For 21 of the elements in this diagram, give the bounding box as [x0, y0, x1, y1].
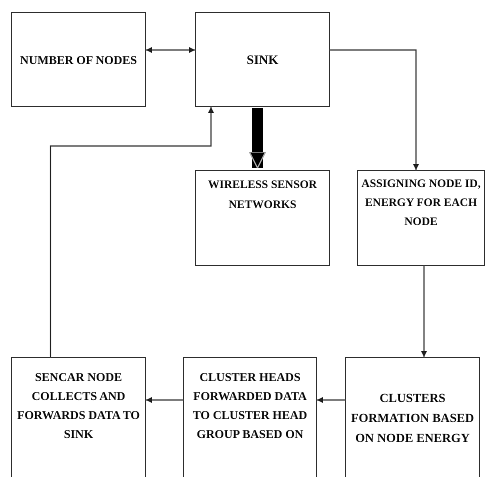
box-label: WIRELESS SENSOR NETWORKS	[207, 178, 318, 213]
process-box	[195, 12, 330, 107]
box-label: SINK	[246, 50, 278, 68]
process-box	[357, 170, 485, 266]
arrow	[146, 397, 183, 403]
arrow	[317, 397, 345, 403]
box-label: SENCAR NODE COLLECTS AND FORWARDS DATA TO SINK	[16, 369, 141, 443]
process-box	[11, 357, 146, 477]
process-box	[11, 12, 146, 107]
box-label: CLUSTER HEADS FORWARDED DATA TO CLUSTER HEAD GROUP BASED ON	[192, 369, 308, 443]
box-label: CLUSTERS FORMATION BASED ON NODE ENERGY	[350, 390, 476, 447]
arrow	[330, 49, 419, 170]
process-box	[345, 357, 480, 477]
process-box	[183, 357, 317, 477]
arrow	[146, 47, 195, 53]
thick-arrow	[248, 108, 266, 169]
arrow	[421, 266, 427, 357]
arrow	[50, 107, 214, 357]
box-label: ASSIGNING NODE ID, ENERGY FOR EACH NODE	[361, 177, 481, 230]
box-label: NUMBER OF NODES	[20, 52, 137, 68]
process-box	[195, 170, 330, 266]
